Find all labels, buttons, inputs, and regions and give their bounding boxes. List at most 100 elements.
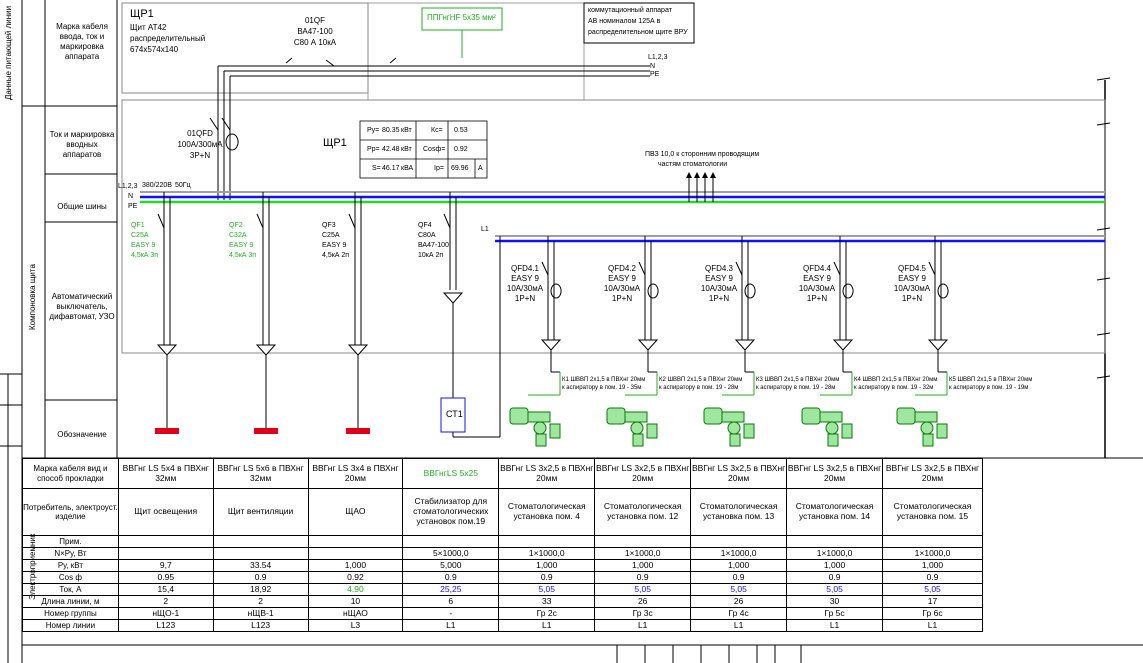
row-header: Прим. xyxy=(22,535,119,548)
table-cell xyxy=(117,535,214,548)
table-cell: 0.9 xyxy=(402,571,500,584)
table-cell: нЩО-1 xyxy=(117,607,214,620)
phase-n-bus: N xyxy=(128,193,134,200)
breaker-2-rating: С32А xyxy=(229,232,247,239)
table-cell: L1 xyxy=(690,619,788,632)
table-cell: Стабилизатор для стоматологических устан… xyxy=(402,488,500,536)
table-cell: ВВГнгLS 5х25 xyxy=(402,458,500,489)
param-kc-value: 0.53 xyxy=(454,127,468,134)
table-cell: 0.95 xyxy=(117,571,214,584)
rcbo-2-terminal xyxy=(637,339,659,351)
param-s-value: 46.17 xyxy=(382,165,400,172)
rcbo-5-id: QFD4.5 xyxy=(897,264,926,273)
table-cell: 5,000 xyxy=(402,559,500,572)
table-cell xyxy=(212,535,309,548)
table-cell xyxy=(882,535,983,548)
table-cell: ВВГнг LS 5х6 в ПВХнг 32мм xyxy=(212,458,309,489)
dental-unit-icon xyxy=(896,407,948,447)
dental-unit-icon xyxy=(801,407,853,447)
table-cell: 10 xyxy=(307,595,404,608)
table-cell: 1,000 xyxy=(498,559,596,572)
table-cell: 5,05 xyxy=(690,583,788,596)
panel-size: 674х574х140 xyxy=(130,45,179,54)
table-cell: Стоматологическая установка пом. 15 xyxy=(882,488,983,536)
rcbo-2-rating: 10А/30мА xyxy=(603,284,641,293)
breaker-2-series: EASY 9 xyxy=(229,242,254,249)
breaker-4-series: ВА47-100 xyxy=(418,242,449,249)
table-cell: 5,05 xyxy=(786,583,884,596)
table-cell: 2 xyxy=(117,595,214,608)
pvz-note-2: частям стоматологии xyxy=(658,161,728,168)
table-cell: ВВГнг LS 3х2,5 в ПВХнг 20мм xyxy=(594,458,692,489)
table-cell: 4.90 xyxy=(307,583,404,596)
rcbo-1-rating: 10А/30мА xyxy=(506,284,544,293)
breaker-1-id: QF1 xyxy=(131,222,145,229)
table-cell: Стоматологическая установка пом. 12 xyxy=(594,488,692,536)
rcbo-3-id: QFD4.3 xyxy=(704,264,733,273)
panel-name-2: ЩР1 xyxy=(323,137,347,149)
rcbo-3-series: EASY 9 xyxy=(705,274,733,283)
table-cell: ВВГнг LS 3х2,5 в ПВХнг 20мм xyxy=(882,458,983,489)
table-cell: L3 xyxy=(307,619,404,632)
param-kc-label: Кс= xyxy=(431,127,443,134)
breaker-1-break: 4,5кА 3п xyxy=(131,252,159,259)
table-cell: 1,000 xyxy=(594,559,692,572)
table-cell: 5×1000,0 xyxy=(402,547,500,560)
aspirator-cable-2-line-1: К2 ШВВП 2х1,5 в ПВХнг 20мм xyxy=(659,377,743,383)
rcbo-2-series: EASY 9 xyxy=(608,274,636,283)
table-cell: Гр 3с xyxy=(594,607,692,620)
aspirator-cable-5-line-1: К5 ШВВП 2х1,5 в ПВХнг 20мм xyxy=(949,377,1033,383)
table-cell: 0.92 xyxy=(307,571,404,584)
table-cell: - xyxy=(402,607,500,620)
panel-type: Щит АТ42 xyxy=(130,23,167,32)
param-py-value: 80.35 xyxy=(382,127,400,134)
input-breaker-rating: С80 А 10кА xyxy=(293,38,337,47)
aspirator-cable-4-line-2: к аспиратору в пом. 19 - 32м xyxy=(854,385,934,391)
row-header: Номер линии xyxy=(22,619,119,632)
row-header: Марка кабеля вид и способ прокладки xyxy=(22,458,119,489)
rcbo-3-terminal xyxy=(734,339,756,351)
table-cell: 9,7 xyxy=(117,559,214,572)
rcbo-5-poles: 1P+N xyxy=(901,294,923,303)
table-cell xyxy=(212,547,309,560)
table-cell: 1×1000,0 xyxy=(498,547,596,560)
switch-note-2: АВ номиналом 125А в xyxy=(588,18,661,25)
table-cell: 6 xyxy=(402,595,500,608)
table-cell: 5,05 xyxy=(882,583,983,596)
table-cell: 1,000 xyxy=(690,559,788,572)
rcbo-4-terminal xyxy=(832,339,854,351)
table-cell: L123 xyxy=(212,619,309,632)
table-cell: 0.9 xyxy=(786,571,884,584)
param-pp-unit: кВт xyxy=(401,146,412,153)
param-ip-value: 69.96 xyxy=(451,165,469,172)
phase-n-top: N xyxy=(650,63,656,70)
table-cell: 0.9 xyxy=(882,571,983,584)
panel-name: ЩР1 xyxy=(130,8,154,20)
rcbo-5-terminal xyxy=(927,339,949,351)
table-cell: L1 xyxy=(786,619,884,632)
aspirator-cable-1-line-2: к аспиратору в пом. 19 - 35м xyxy=(562,385,642,391)
phase-l1-bus: L1 xyxy=(481,226,489,233)
table-cell: 17 xyxy=(882,595,983,608)
input-rcd-rating: 100А/300мА xyxy=(177,140,223,149)
rcbo-3-rating: 10А/30мА xyxy=(700,284,738,293)
table-cell: 26 xyxy=(594,595,692,608)
table-cell: 33 xyxy=(498,595,596,608)
table-cell: 26 xyxy=(690,595,788,608)
cable-mark-header: Марка кабеля ввода, ток и маркировка апп… xyxy=(56,22,108,61)
rcbo-1-id: QFD4.1 xyxy=(510,264,539,273)
designation-header: Обозначение xyxy=(57,430,107,439)
param-py-label: Ру= xyxy=(367,127,380,134)
table-cell: 1×1000,0 xyxy=(690,547,788,560)
dental-unit-icon xyxy=(606,407,658,447)
consumer-table: Марка кабеля вид и способ прокладки ВВГнг… xyxy=(22,458,983,632)
param-pp-value: 42.48 xyxy=(382,146,400,153)
rcbo-4-poles: 1P+N xyxy=(806,294,828,303)
breaker-1-series: EASY 9 xyxy=(131,242,156,249)
table-cell: 5,05 xyxy=(498,583,596,596)
row-header: Потребитель, электроуст. изделие xyxy=(22,488,119,536)
